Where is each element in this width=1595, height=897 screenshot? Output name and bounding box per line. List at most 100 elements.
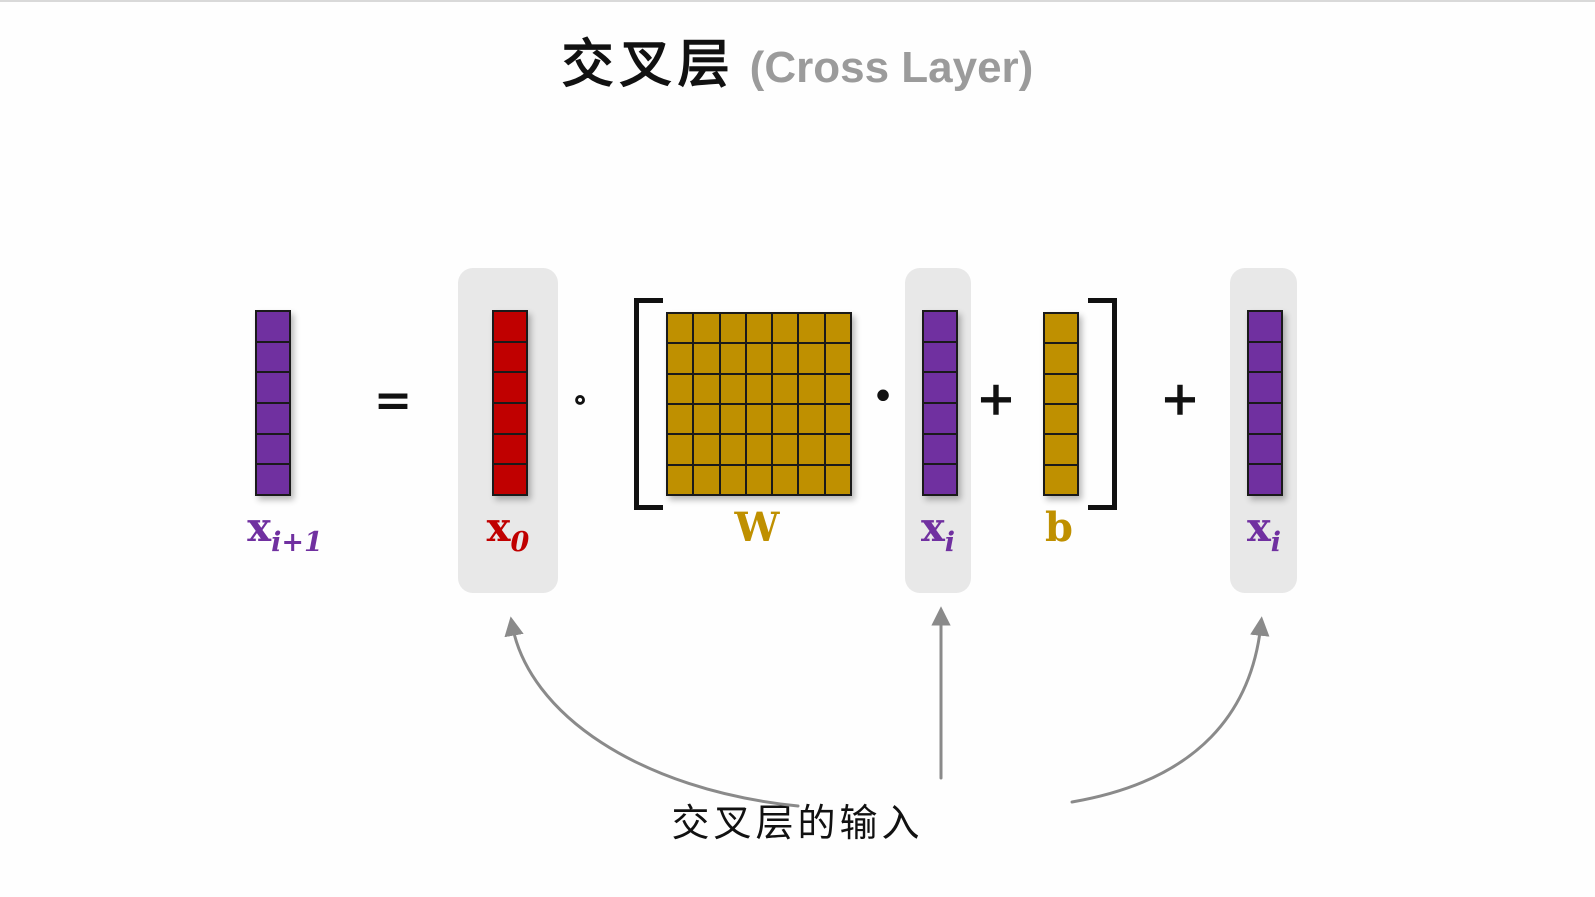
label-xi-mid-base: x	[920, 504, 945, 551]
label-x-next-sub: i+1	[271, 527, 323, 558]
grid-cell	[825, 435, 850, 464]
grid-cell	[924, 465, 956, 494]
grid-cell	[746, 435, 772, 464]
grid-cell	[799, 465, 824, 494]
vector-x0	[492, 310, 528, 496]
grid-cell	[773, 405, 798, 434]
plus-residual-operator: +	[1159, 371, 1201, 427]
grid-cell	[257, 373, 289, 402]
grid-cell	[825, 465, 850, 494]
arrow-to-x0	[504, 616, 800, 808]
grid-cell	[1045, 344, 1077, 373]
grid-cell	[825, 374, 850, 403]
grid-cell	[494, 465, 526, 494]
title-chinese: 交叉层	[561, 37, 736, 94]
grid-cell	[773, 435, 798, 464]
grid-cell	[1249, 342, 1281, 372]
grid-cell	[257, 403, 289, 433]
label-x0-base: x	[486, 504, 511, 551]
grid-cell	[1249, 373, 1281, 402]
grid-cell	[494, 403, 526, 433]
grid-cell	[257, 312, 289, 341]
grid-cell	[494, 342, 526, 372]
arrow-to-xi-right	[1070, 616, 1270, 804]
grid-cell	[694, 314, 719, 343]
grid-cell	[1045, 435, 1077, 464]
grid-cell	[720, 435, 745, 464]
grid-cell	[694, 435, 719, 464]
right-bracket	[1088, 298, 1117, 510]
page-title: 交叉层 (Cross Layer)	[0, 22, 1595, 97]
grid-cell	[924, 434, 956, 464]
grid-cell	[694, 465, 719, 494]
label-xi-mid: xi	[900, 508, 976, 558]
left-bracket	[634, 298, 663, 510]
grid-cell	[924, 342, 956, 372]
grid-cell	[720, 405, 745, 434]
grid-cell	[924, 373, 956, 402]
grid-cell	[494, 312, 526, 341]
grid-cell	[924, 403, 956, 433]
grid-cell	[1045, 465, 1077, 494]
grid-cell	[799, 405, 824, 434]
label-w: W	[734, 504, 780, 551]
grid-cell	[668, 465, 693, 494]
grid-cell	[1249, 434, 1281, 464]
grid-cell	[720, 344, 745, 373]
vector-xi-right	[1247, 310, 1283, 496]
grid-cell	[668, 405, 693, 434]
grid-cell	[746, 374, 772, 403]
label-xi-right-sub: i	[1270, 527, 1282, 558]
dot-operator: ·	[872, 359, 894, 432]
grid-cell	[720, 465, 745, 494]
grid-cell	[746, 344, 772, 373]
grid-cell	[694, 405, 719, 434]
grid-cell	[825, 405, 850, 434]
grid-cell	[668, 314, 693, 343]
grid-cell	[1249, 403, 1281, 433]
grid-cell	[668, 344, 693, 373]
grid-cell	[1249, 465, 1281, 494]
grid-cell	[746, 405, 772, 434]
grid-cell	[668, 435, 693, 464]
label-b: b	[1045, 504, 1073, 551]
vector-xi-mid	[922, 310, 958, 496]
grid-cell	[1045, 374, 1077, 403]
grid-cell	[668, 374, 693, 403]
label-x0: x0	[458, 508, 558, 558]
grid-cell	[694, 344, 719, 373]
grid-cell	[924, 312, 956, 341]
title-english: (Cross Layer)	[749, 43, 1034, 92]
grid-cell	[799, 374, 824, 403]
label-xi-right-base: x	[1246, 504, 1271, 551]
grid-cell	[825, 344, 850, 373]
grid-cell	[257, 465, 289, 494]
grid-cell	[746, 314, 772, 343]
grid-cell	[494, 373, 526, 402]
label-x-next: xi+1	[215, 508, 355, 558]
label-x-next-base: x	[247, 504, 272, 551]
grid-cell	[799, 314, 824, 343]
grid-cell	[1249, 312, 1281, 341]
grid-cell	[799, 435, 824, 464]
grid-cell	[773, 344, 798, 373]
plus-bias-operator: +	[975, 371, 1017, 427]
label-xi-mid-sub: i	[944, 527, 956, 558]
vector-b	[1043, 312, 1079, 496]
label-xi-right: xi	[1226, 508, 1302, 558]
grid-cell	[694, 374, 719, 403]
grid-cell	[773, 374, 798, 403]
annotation-cross-layer-input: 交叉层的输入	[671, 803, 924, 845]
grid-cell	[1045, 314, 1077, 343]
top-border-line	[0, 0, 1595, 2]
grid-cell	[1045, 405, 1077, 434]
equals-operator: =	[373, 373, 413, 427]
grid-cell	[257, 434, 289, 464]
label-x0-sub: 0	[510, 527, 530, 558]
grid-cell	[773, 465, 798, 494]
matrix-w	[666, 312, 852, 496]
grid-cell	[773, 314, 798, 343]
hadamard-operator: ∘	[571, 380, 589, 418]
grid-cell	[720, 314, 745, 343]
